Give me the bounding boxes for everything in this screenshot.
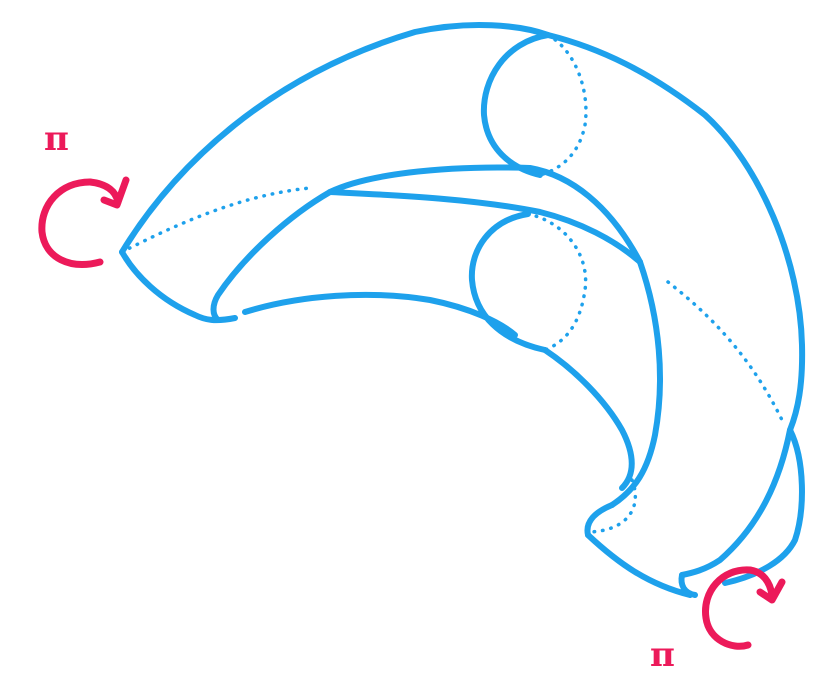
upper-cross-section-hidden — [538, 33, 588, 177]
inner-tube-right-wall — [609, 259, 663, 508]
upper-cross-section-front — [480, 32, 551, 178]
outer-tube-right-hidden-edge — [666, 280, 784, 422]
bottom-end-cap — [678, 572, 698, 598]
clockwise-rotation-arrow-icon — [38, 176, 130, 268]
rotation-left-label: π — [44, 119, 69, 159]
inner-tube-lower-right — [584, 502, 615, 538]
outer-tube-top-edge — [119, 21, 806, 433]
inner-tube-left-top — [210, 189, 333, 323]
inner-hook-hidden-edge — [588, 478, 638, 534]
clockwise-rotation-arrow-icon — [702, 566, 786, 650]
outer-tube-left-hidden-edge — [120, 186, 312, 254]
lower-cross-section-hidden — [526, 212, 588, 352]
inner-tube-underside — [542, 347, 635, 491]
inner-band-top-edge — [327, 164, 643, 265]
outer-tube-left-end — [119, 249, 238, 324]
outer-tube-bottom-right-edge — [679, 427, 793, 578]
inner-band-lower-edge — [327, 189, 643, 265]
rotation-right-label: π — [650, 635, 675, 675]
lower-cross-section-front — [468, 211, 548, 353]
outer-tube-lower-rim — [585, 532, 693, 598]
